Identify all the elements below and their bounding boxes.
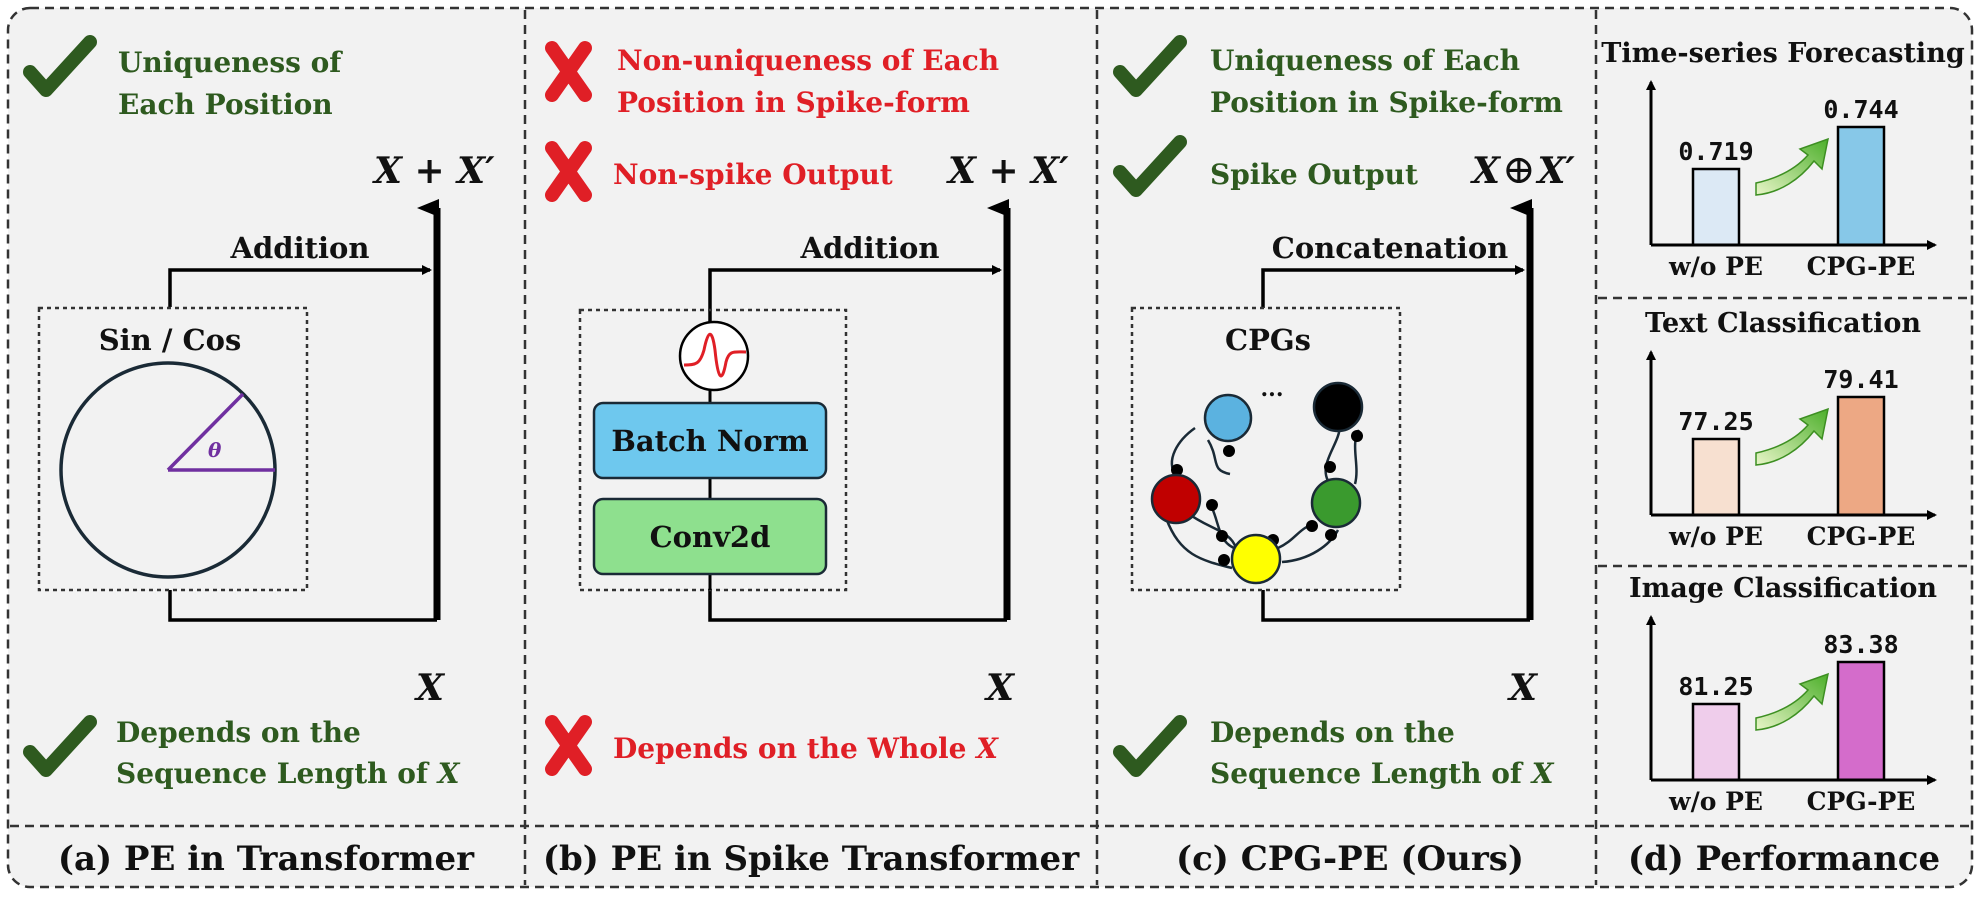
pro-line: Position in Spike-form bbox=[1210, 86, 1563, 119]
improvement-arrow-icon bbox=[1755, 137, 1829, 196]
input-branch bbox=[708, 590, 1007, 622]
con-line: Non-spike Output bbox=[613, 158, 893, 191]
bar bbox=[1691, 437, 1741, 517]
check-icon bbox=[1113, 135, 1187, 197]
con-line: Depends on the Whole X bbox=[613, 732, 999, 765]
cpg-node-black bbox=[1312, 381, 1364, 433]
data-label: 0.744 bbox=[1823, 95, 1898, 124]
data-label: 77.25 bbox=[1678, 407, 1753, 436]
angle-ray bbox=[166, 392, 245, 472]
tick-label: CPG-PE bbox=[1807, 522, 1916, 551]
chart-title: Image Classification bbox=[1629, 573, 1937, 604]
tick-label: CPG-PE bbox=[1807, 252, 1916, 281]
improvement-arrow-icon bbox=[1755, 672, 1829, 731]
check-icon bbox=[23, 715, 97, 777]
pe-module-box bbox=[578, 308, 848, 592]
input-branch bbox=[168, 590, 437, 622]
pro-line: Depends on the bbox=[116, 716, 361, 749]
batch-norm-label: Batch Norm bbox=[611, 424, 809, 458]
concat-arrow bbox=[1261, 265, 1525, 308]
data-label: 0.719 bbox=[1678, 137, 1753, 166]
addition-arrow bbox=[708, 265, 1002, 324]
input-branch bbox=[1261, 590, 1530, 622]
arrow-label: Addition bbox=[800, 231, 940, 265]
bar bbox=[1836, 660, 1886, 782]
pro-line: Uniqueness of bbox=[118, 46, 343, 79]
output-label: X + X′ bbox=[946, 150, 1069, 192]
output-label: X⊕X′ bbox=[1470, 147, 1575, 193]
arrow-label: Concatenation bbox=[1272, 231, 1509, 265]
con-line: Position in Spike-form bbox=[617, 86, 970, 119]
bar bbox=[1836, 395, 1886, 517]
improvement-arrow-icon bbox=[1755, 407, 1829, 466]
check-icon bbox=[23, 35, 97, 97]
conv2d-block bbox=[592, 497, 828, 576]
addition-arrow bbox=[168, 265, 432, 307]
pro-line: Each Position bbox=[118, 88, 333, 121]
cross-icon bbox=[545, 141, 592, 202]
input-label: X bbox=[984, 667, 1016, 709]
panel-caption: (a) PE in Transformer bbox=[58, 839, 475, 879]
tick-label: w/o PE bbox=[1668, 522, 1763, 551]
chart-title: Text Classification bbox=[1645, 308, 1921, 339]
panel-caption: (d) Performance bbox=[1628, 839, 1940, 879]
pro-line: Depends on the bbox=[1210, 716, 1455, 749]
panel-caption: (b) PE in Spike Transformer bbox=[543, 839, 1080, 879]
cpg-node-red bbox=[1150, 473, 1202, 525]
panel-a: Uniqueness of Each Position X + X′ Addit… bbox=[23, 35, 495, 879]
cpg-module-box bbox=[1130, 306, 1402, 592]
check-icon bbox=[1113, 35, 1187, 97]
data-label: 83.38 bbox=[1823, 630, 1898, 659]
pro-line: Spike Output bbox=[1210, 158, 1418, 191]
module-label: CPGs bbox=[1225, 323, 1311, 357]
bar bbox=[1836, 125, 1886, 247]
conv2d-label: Conv2d bbox=[650, 520, 771, 554]
tick-label: w/o PE bbox=[1668, 252, 1763, 281]
cpg-node-blue bbox=[1203, 393, 1253, 443]
output-label: X + X′ bbox=[372, 150, 495, 192]
batch-norm-block bbox=[592, 401, 828, 480]
module-label: Sin / Cos bbox=[99, 323, 242, 357]
ellipsis: ... bbox=[1261, 376, 1284, 402]
data-label: 81.25 bbox=[1678, 672, 1753, 701]
panel-b: Non-uniqueness of Each Position in Spike… bbox=[543, 41, 1080, 879]
spike-neuron-icon bbox=[678, 320, 750, 392]
theta-label: θ bbox=[208, 438, 222, 462]
cpg-synapses bbox=[1171, 430, 1363, 566]
cross-icon bbox=[545, 715, 592, 776]
check-icon bbox=[1113, 715, 1187, 777]
con-line: Non-uniqueness of Each bbox=[617, 44, 999, 77]
input-label: X bbox=[1507, 667, 1539, 709]
pro-line: Sequence Length of X bbox=[1210, 757, 1555, 790]
cpg-node-green bbox=[1310, 477, 1362, 529]
arrow-label: Addition bbox=[230, 231, 370, 265]
input-label: X bbox=[414, 667, 446, 709]
cross-icon bbox=[545, 41, 592, 102]
chart-title: Time-series Forecasting bbox=[1601, 38, 1965, 69]
bar bbox=[1691, 167, 1741, 247]
performance-charts: Time-series Forecasting 0.719 w/o PE 0.744C… bbox=[1601, 38, 1965, 816]
data-label: 79.41 bbox=[1823, 365, 1898, 394]
tick-label: w/o PE bbox=[1668, 787, 1763, 816]
pro-line: Uniqueness of Each bbox=[1210, 44, 1520, 77]
outer-frame bbox=[6, 6, 1974, 889]
tick-label: CPG-PE bbox=[1807, 787, 1916, 816]
bar bbox=[1691, 702, 1741, 782]
panel-caption: (c) CPG-PE (Ours) bbox=[1176, 839, 1524, 879]
cpg-node-yellow bbox=[1230, 533, 1282, 585]
panel-c: Uniqueness of Each Position in Spike-for… bbox=[1113, 35, 1575, 879]
pe-module-box bbox=[37, 306, 309, 592]
pro-line: Sequence Length of X bbox=[116, 757, 461, 790]
